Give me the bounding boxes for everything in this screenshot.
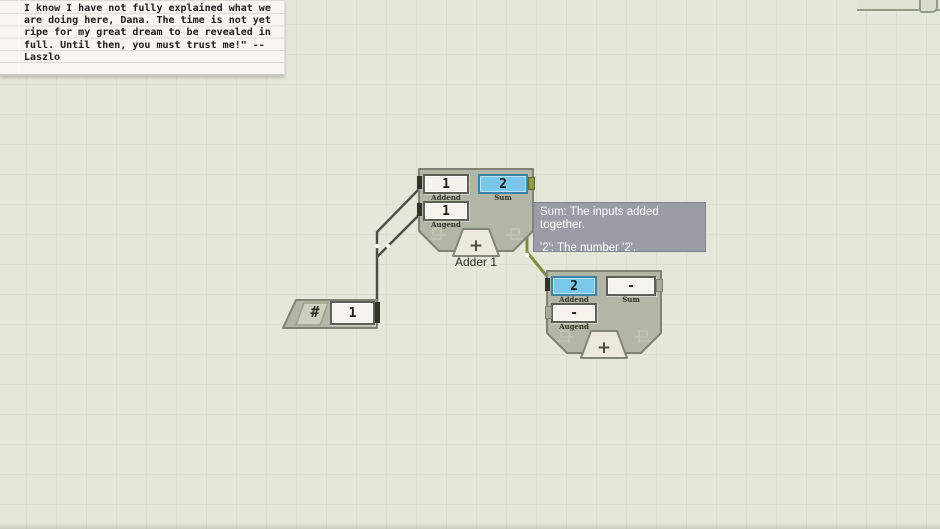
number-source-node[interactable]: # 1 [280, 299, 384, 329]
adder2-addend-label: Addend [559, 295, 589, 304]
adder1-sum-label: Sum [494, 193, 512, 202]
tooltip-line2: '2': The number '2'. [540, 242, 637, 254]
sum-tooltip: Sum: The inputs added together. '2': The… [533, 202, 706, 254]
top-panel-corner [919, 0, 938, 13]
note-paper: I know I have not fully explained what w… [0, 0, 285, 76]
adder1-addend-box: 1 [423, 174, 469, 194]
adder2-sum-box: - [606, 276, 656, 296]
wire-signal-dot [374, 243, 380, 249]
adder2-augend-connector[interactable] [545, 306, 552, 319]
adder2-augend-label: Augend [559, 322, 589, 331]
adder2-addend-connector[interactable] [545, 278, 550, 291]
hash-icon: # [310, 303, 320, 321]
adder2-sum-label: Sum [622, 295, 640, 304]
wire-signal-dot [524, 252, 530, 258]
adder1-augend-connector[interactable] [417, 203, 422, 216]
adder2-addend-box: 2 [551, 276, 597, 296]
adder1-sum-connector[interactable] [528, 177, 535, 190]
adder1-augend-label: Augend [431, 220, 461, 229]
adder2-augend-box: - [551, 303, 597, 323]
adder1-addend-connector[interactable] [417, 176, 422, 189]
source-output-connector[interactable] [375, 302, 380, 323]
adder2-node[interactable]: + 2 Addend - Augend - Sum [545, 269, 663, 375]
bottom-shade [0, 523, 940, 529]
plus-operator: + [597, 338, 611, 358]
adder1-node[interactable]: + 1 Addend 1 Augend 2 Sum Adder 1 [417, 167, 535, 273]
adder1-sum-box: 2 [478, 174, 528, 194]
adder1-augend-box: 1 [423, 201, 469, 221]
adder1-addend-label: Addend [431, 193, 461, 202]
wire-source-to-augend[interactable] [376, 212, 422, 258]
adder2-sum-connector[interactable] [656, 279, 663, 292]
plus-operator: + [469, 236, 483, 256]
wire-source-to-addend[interactable] [375, 186, 422, 311]
adder1-name: Adder 1 [454, 255, 498, 269]
tooltip-line1: Sum: The inputs added together. [540, 206, 659, 231]
wire-signal-dot [385, 243, 391, 249]
note-text: I know I have not fully explained what w… [24, 3, 271, 63]
top-panel-edge [857, 0, 940, 11]
source-value-box[interactable]: 1 [330, 301, 375, 325]
